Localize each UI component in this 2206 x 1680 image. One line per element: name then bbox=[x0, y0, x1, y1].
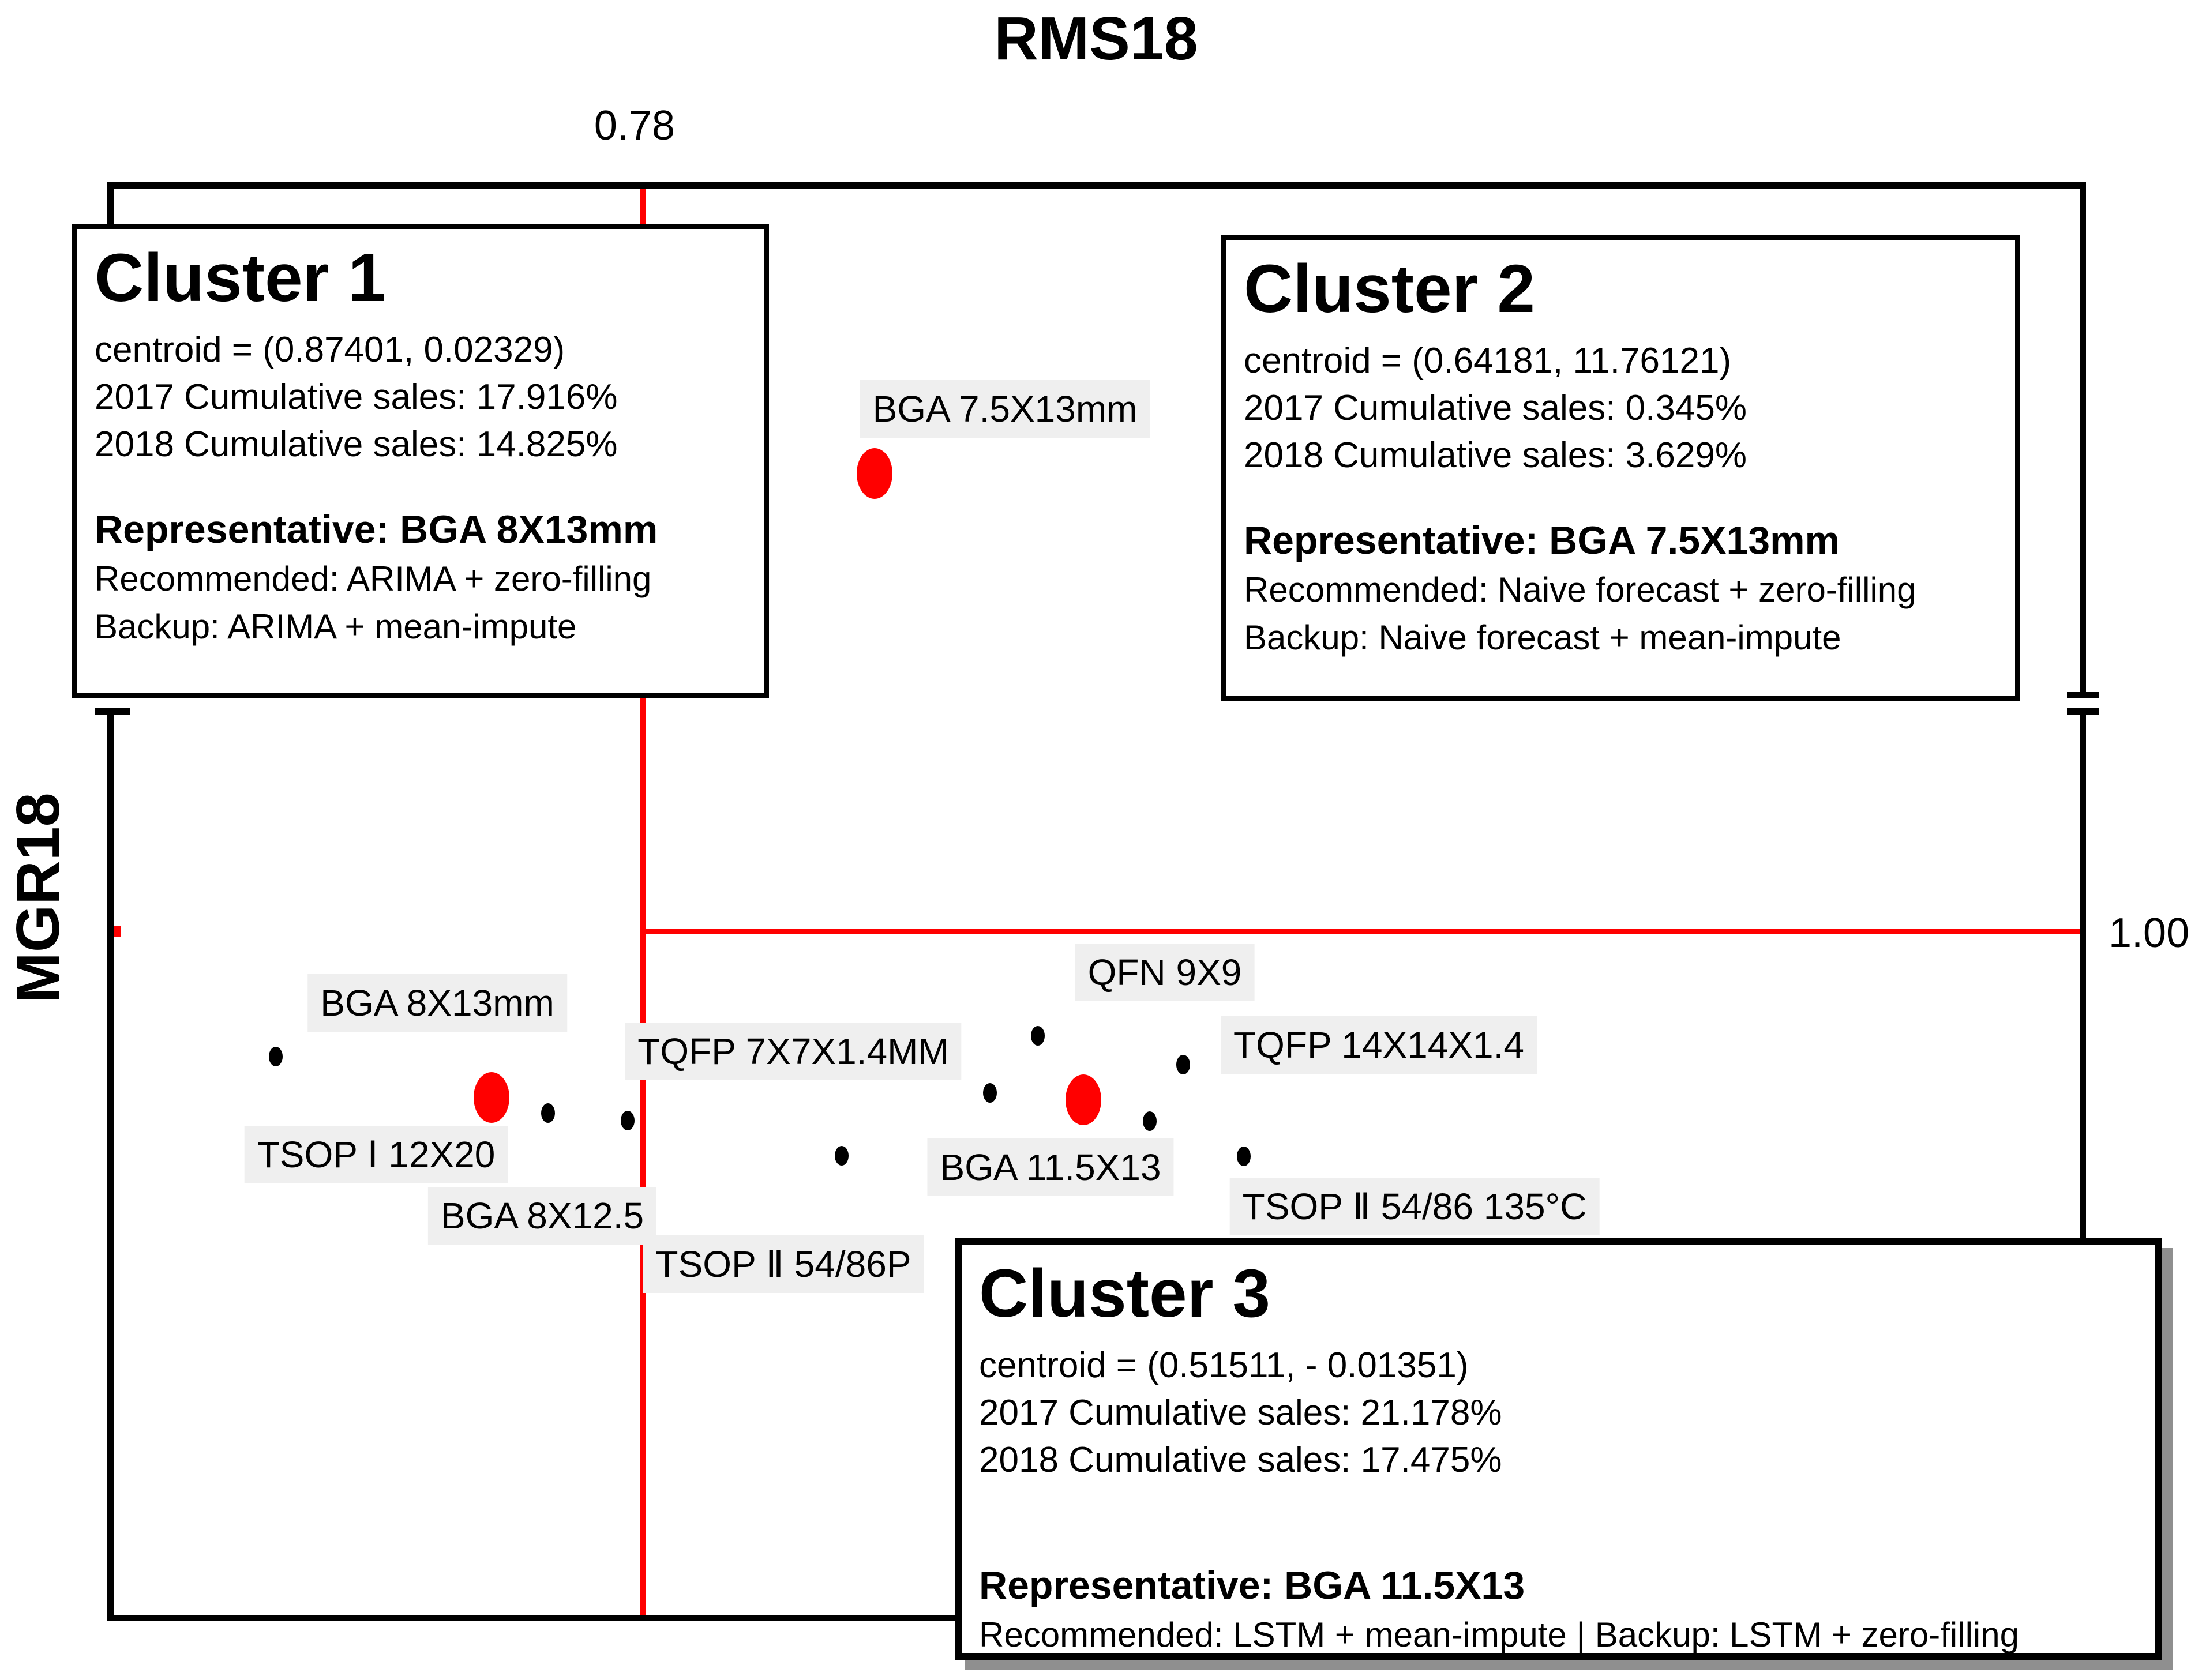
data-point-label: TSOP Ⅱ 54/86P bbox=[643, 1235, 924, 1293]
data-point-dot bbox=[835, 1146, 849, 1166]
top-bracket-horizontal-line bbox=[107, 182, 2086, 189]
cluster1-annotation-box: Cluster 1 centroid = (0.87401, 0.02329) … bbox=[72, 224, 769, 698]
cluster3-title: Cluster 3 bbox=[979, 1256, 1270, 1332]
cluster1-centroid: centroid = (0.87401, 0.02329) bbox=[95, 330, 565, 370]
data-point-label: BGA 8X12.5 bbox=[427, 1187, 657, 1245]
cluster3-recommended: Recommended: LSTM + mean-impute | Backup… bbox=[979, 1615, 2019, 1655]
cluster2-sales-2018: 2018 Cumulative sales: 3.629% bbox=[1244, 435, 1747, 475]
x-threshold-tick-label: 0.78 bbox=[594, 103, 676, 149]
data-point-label: BGA 7.5X13mm bbox=[860, 380, 1150, 438]
right-upper-end-tick bbox=[2067, 692, 2099, 698]
cluster3-representative: Representative: BGA 11.5X13 bbox=[979, 1563, 1525, 1607]
cluster3-sales-2018: 2018 Cumulative sales: 17.475% bbox=[979, 1440, 1502, 1480]
data-point-dot bbox=[269, 1047, 283, 1066]
data-point-label: QFN 9X9 bbox=[1075, 944, 1255, 1001]
cluster2-backup: Backup: Naive forecast + mean-impute bbox=[1244, 618, 1841, 657]
cluster2-title: Cluster 2 bbox=[1244, 251, 1535, 327]
data-point-label: BGA 11.5X13 bbox=[927, 1138, 1174, 1196]
data-point-dot bbox=[1176, 1055, 1190, 1074]
data-point-label: TSOP Ⅰ 12X20 bbox=[244, 1126, 508, 1183]
cluster1-title: Cluster 1 bbox=[95, 240, 386, 316]
cluster2-annotation-box: Cluster 2 centroid = (0.64181, 11.76121)… bbox=[1221, 235, 2020, 701]
cluster-centroid-dot bbox=[1066, 1074, 1101, 1125]
cluster-centroid-dot bbox=[857, 448, 892, 499]
cluster2-recommended: Recommended: Naive forecast + zero-filli… bbox=[1244, 570, 1916, 610]
cluster1-sales-2017: 2017 Cumulative sales: 17.916% bbox=[95, 377, 618, 418]
data-point-dot bbox=[983, 1083, 997, 1103]
cluster1-sales-2018: 2018 Cumulative sales: 14.825% bbox=[95, 424, 618, 464]
data-point-dot bbox=[621, 1111, 635, 1130]
cluster2-centroid: centroid = (0.64181, 11.76121) bbox=[1244, 341, 1732, 381]
data-point-label: BGA 8X13mm bbox=[307, 974, 567, 1032]
cluster1-recommended: Recommended: ARIMA + zero-filling bbox=[95, 559, 652, 599]
mgr18-threshold-horizontal-line bbox=[640, 929, 2080, 934]
data-point-dot bbox=[1031, 1026, 1045, 1046]
top-bracket-right-vertical-line bbox=[2080, 182, 2086, 698]
data-point-label: TQFP 14X14X1.4 bbox=[1221, 1016, 1537, 1074]
x-axis-bottom-line bbox=[107, 1615, 961, 1621]
cluster3-annotation-box: Cluster 3 centroid = (0.51511, - 0.01351… bbox=[955, 1238, 2162, 1660]
y-axis-vertical-line bbox=[107, 708, 114, 1621]
cluster1-backup: Backup: ARIMA + mean-impute bbox=[95, 607, 577, 647]
right-axis-vertical-line bbox=[2080, 708, 2086, 1241]
cluster3-centroid: centroid = (0.51511, - 0.01351) bbox=[979, 1345, 1469, 1386]
rms18-threshold-vertical-line bbox=[640, 189, 646, 1615]
cluster2-representative: Representative: BGA 7.5X13mm bbox=[1244, 518, 1840, 562]
cluster1-representative: Representative: BGA 8X13mm bbox=[95, 507, 658, 551]
mgr18-threshold-axis-tick bbox=[114, 926, 121, 937]
x-axis-title: RMS18 bbox=[994, 5, 1198, 73]
data-point-dot bbox=[541, 1103, 555, 1123]
cluster3-sales-2017: 2017 Cumulative sales: 21.178% bbox=[979, 1393, 1502, 1433]
top-bracket-left-vertical-line bbox=[107, 182, 114, 232]
data-point-label: TSOP Ⅱ 54/86 135°C bbox=[1229, 1178, 1600, 1235]
data-point-dot bbox=[1143, 1111, 1157, 1131]
cluster2-sales-2017: 2017 Cumulative sales: 0.345% bbox=[1244, 388, 1747, 429]
y-threshold-tick-label: 1.00 bbox=[2109, 910, 2190, 956]
cluster-centroid-dot bbox=[474, 1072, 509, 1123]
data-point-dot bbox=[1237, 1147, 1251, 1166]
data-point-label: TQFP 7X7X1.4MM bbox=[625, 1023, 962, 1080]
